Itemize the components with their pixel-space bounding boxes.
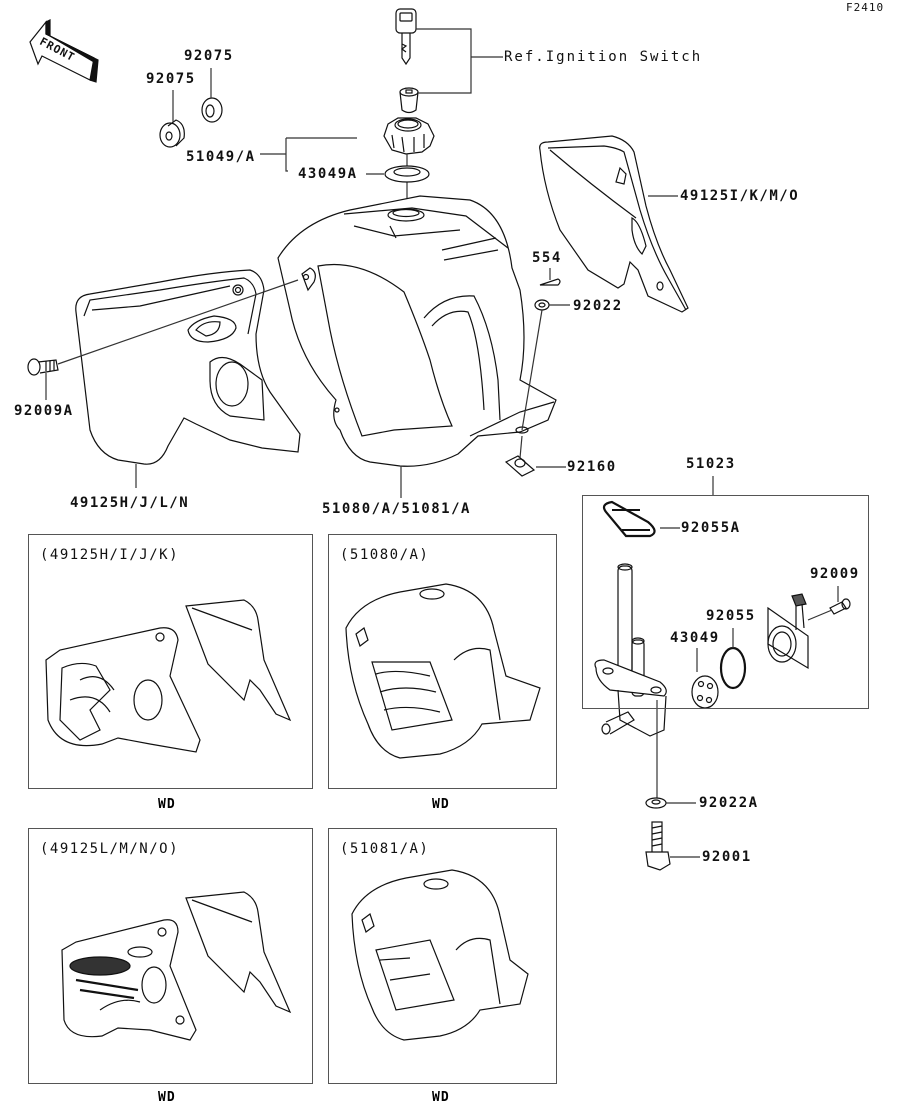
inset-box-49125-h-i-j-k xyxy=(28,534,313,789)
ref-ignition-switch-label[interactable]: Ref.Ignition Switch xyxy=(504,49,703,65)
callout-92022a[interactable]: 92022A xyxy=(699,795,759,811)
bushing-icon xyxy=(159,90,185,148)
callout-92160[interactable]: 92160 xyxy=(567,459,617,475)
inset-tank-graphic-b xyxy=(351,869,529,1041)
side-cover-left-icon xyxy=(75,269,301,465)
washer-a-icon xyxy=(645,797,667,809)
ignition-key-icon xyxy=(395,8,417,66)
inset-box-51081-a xyxy=(328,828,557,1084)
inset-tank-graphic-a xyxy=(345,583,541,759)
fuel-cock-icon xyxy=(594,563,667,737)
callout-51023[interactable]: 51023 xyxy=(686,456,736,472)
cock-screw-icon xyxy=(829,598,851,615)
callout-43049a[interactable]: 43049A xyxy=(298,166,358,182)
inset-note-wd: WD xyxy=(432,1090,450,1105)
fuel-cock-assembly-box xyxy=(582,495,869,709)
inset-title: (49125H/I/J/K) xyxy=(40,547,180,563)
inset-note-wd: WD xyxy=(432,797,450,812)
inset-side-cover-graphic-a xyxy=(45,599,292,753)
lock-cylinder-icon xyxy=(399,87,419,114)
callout-43049[interactable]: 43049 xyxy=(670,630,720,646)
lever-icon xyxy=(767,593,809,670)
cap-gasket-icon xyxy=(384,165,430,183)
cock-gasket-icon xyxy=(602,500,656,538)
side-cover-right-icon xyxy=(539,135,689,313)
clip-nut-icon xyxy=(504,455,536,477)
figure-code: F2410 xyxy=(846,1,885,14)
inset-box-51080-a xyxy=(328,534,557,789)
pin-icon xyxy=(539,268,561,286)
bushing-icon xyxy=(201,68,223,123)
callout-92075-upper[interactable]: 92075 xyxy=(184,48,234,64)
fuel-cap-icon xyxy=(383,117,435,155)
callout-92022[interactable]: 92022 xyxy=(573,298,623,314)
inset-note-wd: WD xyxy=(158,797,176,812)
callout-49125-i-k-m-o[interactable]: 49125I/K/M/O xyxy=(680,188,800,204)
front-arrow-icon xyxy=(29,19,99,83)
callout-92055a[interactable]: 92055A xyxy=(681,520,741,536)
screw-icon xyxy=(27,358,59,376)
callout-92075-lower[interactable]: 92075 xyxy=(146,71,196,87)
callout-92001[interactable]: 92001 xyxy=(702,849,752,865)
callout-49125-h-j-l-n[interactable]: 49125H/J/L/N xyxy=(70,495,190,511)
callout-51049-a[interactable]: 51049/A xyxy=(186,149,256,165)
washer-icon xyxy=(534,299,550,311)
inset-title: (49125L/M/N/O) xyxy=(40,841,180,857)
fuel-tank-icon xyxy=(277,195,557,467)
inset-side-cover-graphic-b xyxy=(61,891,292,1041)
callout-92055[interactable]: 92055 xyxy=(706,608,756,624)
callout-92009a[interactable]: 92009A xyxy=(14,403,74,419)
inset-title: (51081/A) xyxy=(340,841,430,857)
inset-note-wd: WD xyxy=(158,1090,176,1105)
bolt-icon xyxy=(645,821,671,871)
callout-51080-51081[interactable]: 51080/A/51081/A xyxy=(322,501,471,517)
inset-box-49125-l-m-n-o xyxy=(28,828,313,1084)
callout-92009[interactable]: 92009 xyxy=(810,566,860,582)
inset-title: (51080/A) xyxy=(340,547,430,563)
callout-554[interactable]: 554 xyxy=(532,250,562,266)
